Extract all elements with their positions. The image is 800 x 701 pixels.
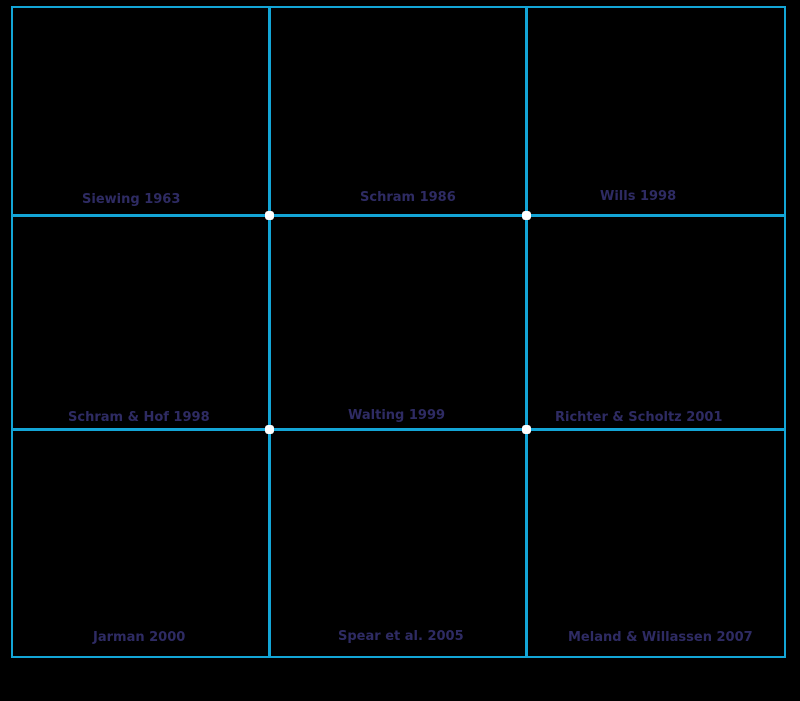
node-marker bbox=[265, 425, 274, 434]
grid-line-horizontal-2 bbox=[11, 428, 786, 431]
panel-label-meland-willassen-2007: Meland & Willassen 2007 bbox=[568, 630, 753, 645]
grid-line-horizontal-1 bbox=[11, 214, 786, 217]
panel-label-walting-1999: Walting 1999 bbox=[348, 408, 446, 423]
grid-line-vertical-2 bbox=[525, 6, 528, 658]
figure-outer-border bbox=[11, 6, 786, 658]
node-marker bbox=[522, 211, 531, 220]
panel-label-richter-scholtz-2001: Richter & Scholtz 2001 bbox=[555, 410, 723, 425]
panel-label-schram-1986: Schram 1986 bbox=[360, 190, 456, 205]
panel-label-siewing-1963: Siewing 1963 bbox=[82, 192, 181, 207]
grid-line-vertical-1 bbox=[268, 6, 271, 658]
panel-label-wills-1998: Wills 1998 bbox=[600, 189, 677, 204]
node-marker bbox=[265, 211, 274, 220]
panel-label-schram-hof-1998: Schram & Hof 1998 bbox=[68, 410, 210, 425]
node-marker bbox=[522, 425, 531, 434]
panel-label-jarman-2000: Jarman 2000 bbox=[93, 630, 186, 645]
panel-label-spear-et-al-2005: Spear et al. 2005 bbox=[338, 629, 464, 644]
